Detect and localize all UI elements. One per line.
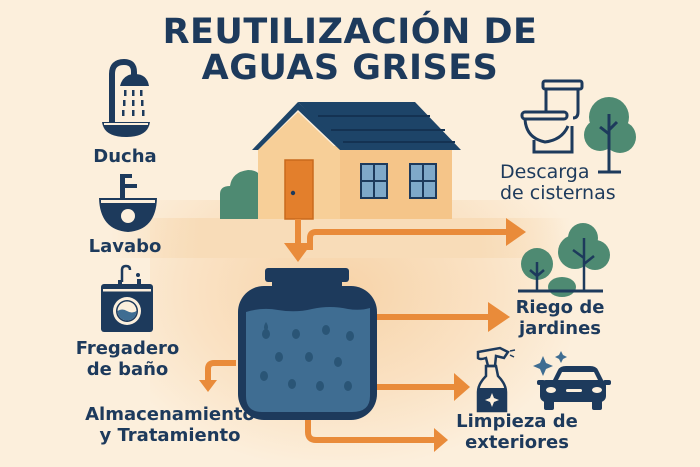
- arrows: [205, 219, 508, 443]
- car-icon: [537, 366, 611, 410]
- label-exteriores-line1: Limpieza de: [456, 411, 578, 432]
- page-title: REUTILIZACIÓN DE AGUAS GRISES: [0, 14, 700, 86]
- arrow-to-limpieza-2: [305, 418, 436, 443]
- label-ducha-text: Ducha: [93, 146, 157, 167]
- label-fregadero-line1: Fregadero: [75, 338, 180, 359]
- window-left: [360, 163, 388, 199]
- label-fregadero: Fregadero de baño: [70, 338, 185, 380]
- label-exteriores: Limpieza de exteriores: [452, 411, 582, 453]
- label-storage: Almacenamiento y Tratamiento: [55, 404, 285, 446]
- label-cisternas: Descarga de cisternas: [500, 162, 630, 204]
- water-drops: [260, 322, 354, 391]
- title-line-1: REUTILIZACIÓN DE: [162, 12, 538, 52]
- label-ducha: Ducha: [80, 146, 170, 167]
- water-tank-icon: [238, 268, 377, 420]
- label-exteriores-line2: exteriores: [465, 432, 569, 453]
- tree-icon: [584, 97, 636, 174]
- sink-basin-icon: [99, 174, 157, 232]
- ground-band: [110, 218, 570, 258]
- label-lavabo: Lavabo: [80, 236, 170, 257]
- label-jardines-line1: Riego de: [515, 297, 605, 318]
- arrow-to-cisternas: [307, 229, 508, 250]
- bush-icon: [220, 170, 262, 219]
- label-storage-line1: Almacenamiento: [85, 404, 255, 425]
- label-cisternas-line2: de cisternas: [500, 182, 616, 204]
- arrow-to-storage: [205, 360, 236, 382]
- sparkle-icon: [533, 351, 567, 376]
- house-icon: [252, 102, 461, 220]
- washing-machine-icon: [101, 264, 153, 332]
- label-jardines-line2: jardines: [519, 318, 601, 339]
- label-cisternas-line1: Descarga: [500, 161, 590, 183]
- label-jardines: Riego de jardines: [510, 297, 610, 339]
- shower-icon: [102, 58, 150, 137]
- trees-icon: [518, 223, 610, 297]
- label-lavabo-text: Lavabo: [88, 236, 162, 257]
- window-right: [409, 163, 437, 199]
- label-storage-line2: y Tratamiento: [99, 425, 241, 446]
- label-fregadero-line2: de baño: [86, 359, 169, 380]
- title-line-2: AGUAS GRISES: [201, 48, 499, 88]
- spray-bottle-icon: [476, 346, 516, 413]
- toilet-icon: [520, 79, 584, 154]
- arrowheads: [199, 218, 526, 452]
